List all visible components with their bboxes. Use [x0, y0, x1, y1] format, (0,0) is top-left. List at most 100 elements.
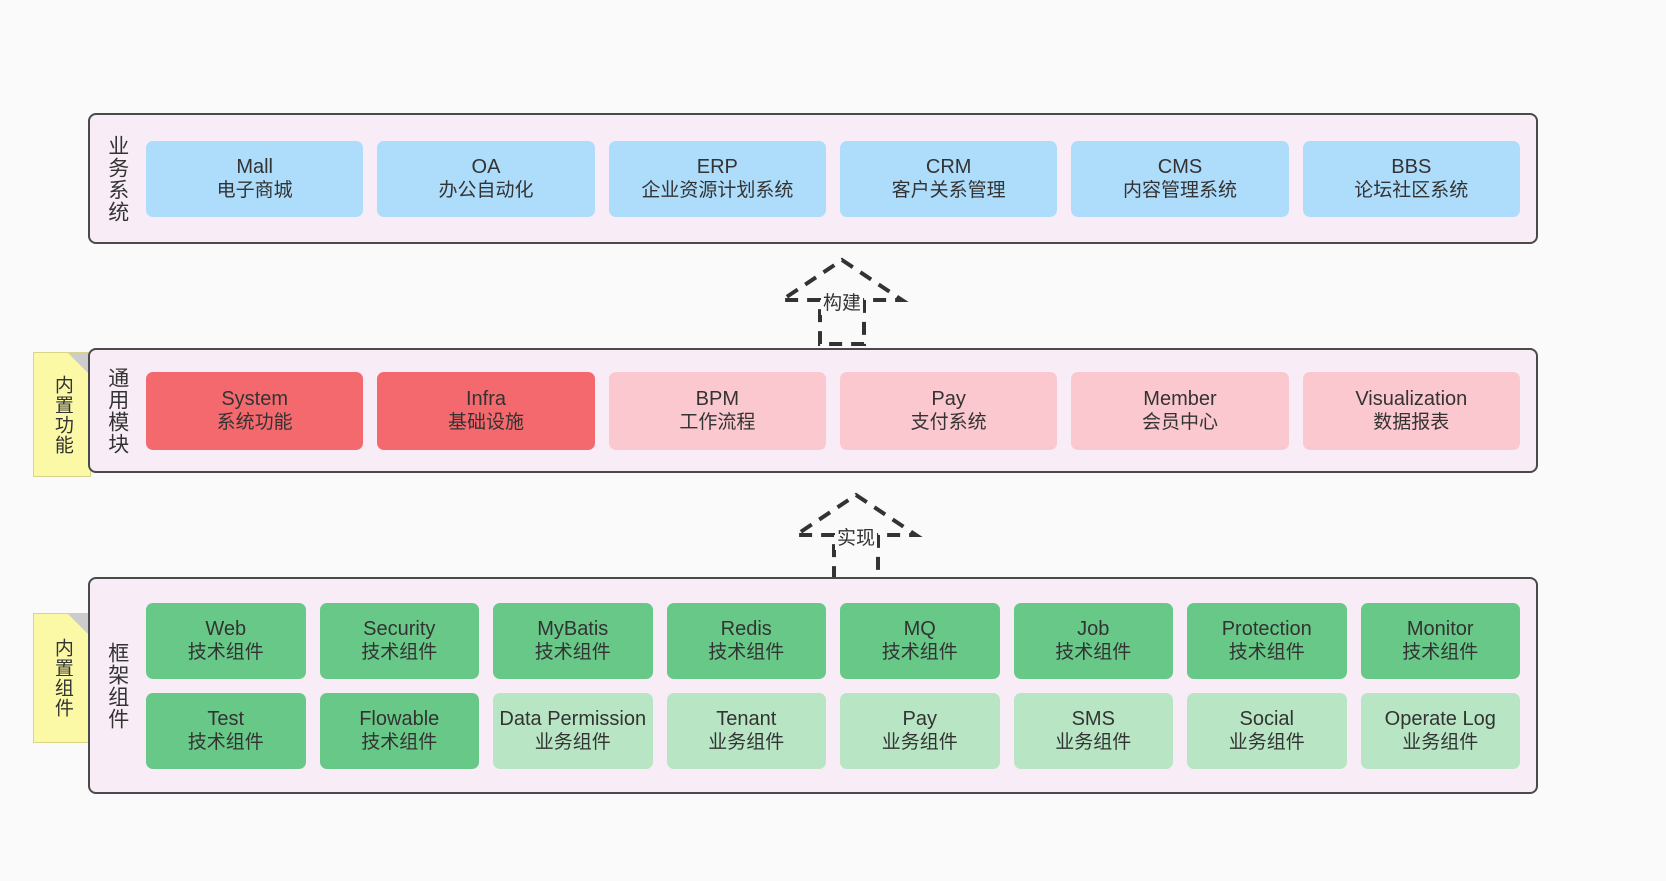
card-title: System [221, 387, 288, 410]
card-subtitle: 业务组件 [881, 732, 958, 754]
card-title: Security [363, 617, 436, 640]
card-title: Pay [931, 387, 966, 410]
card-subtitle: 论坛社区系统 [1354, 180, 1469, 202]
note-fold-corner-icon [68, 353, 90, 375]
card-subtitle: 系统功能 [216, 412, 293, 434]
card-title: Protection [1221, 617, 1312, 640]
card-subtitle: 业务组件 [534, 732, 611, 754]
connector-build: 构建 [752, 252, 932, 348]
card-title: Operate Log [1384, 707, 1496, 730]
card-subtitle: 业务组件 [1055, 732, 1132, 754]
note-builtin-features-label: 内置功能 [51, 374, 73, 455]
note-fold-corner-icon [68, 614, 90, 636]
card-subtitle: 数据报表 [1373, 412, 1450, 434]
card-subtitle: 技术组件 [1228, 642, 1305, 664]
build-arrow-shape [775, 257, 909, 346]
card-title: ERP [696, 155, 738, 178]
card-title: Monitor [1406, 617, 1474, 640]
card-subtitle: 技术组件 [1402, 642, 1479, 664]
card-subtitle: 企业资源计划系统 [641, 180, 794, 202]
card-subtitle: 技术组件 [361, 732, 438, 754]
card-title: Social [1239, 707, 1294, 730]
connector-build-label: 构建 [820, 288, 864, 315]
card-subtitle: 基础设施 [447, 412, 524, 434]
note-builtin-components: 内置组件 [33, 613, 91, 743]
card-subtitle: 电子商城 [216, 180, 293, 202]
card-title: SMS [1071, 707, 1115, 730]
card-title: Flowable [359, 707, 440, 730]
card-subtitle: 技术组件 [881, 642, 958, 664]
card-subtitle: 办公自动化 [438, 180, 534, 202]
card-title: OA [471, 155, 501, 178]
card-title: Test [207, 707, 245, 730]
card-subtitle: 技术组件 [187, 732, 264, 754]
card-title: BBS [1391, 155, 1432, 178]
card-subtitle: 技术组件 [187, 642, 264, 664]
card-title: Job [1077, 617, 1110, 640]
note-builtin-components-label: 内置组件 [51, 638, 73, 718]
card-subtitle: 业务组件 [1228, 732, 1305, 754]
layer-business-system-title: 业务系统 [105, 134, 129, 223]
card-subtitle: 工作流程 [679, 412, 756, 434]
connector-realize: 实现 [766, 487, 946, 583]
card-subtitle: 技术组件 [361, 642, 438, 664]
card-title: Mall [236, 155, 273, 178]
card-subtitle: 业务组件 [1402, 732, 1479, 754]
card-title: Data Permission [499, 707, 647, 730]
card-title: Tenant [716, 707, 777, 730]
layer-common-module-title: 通用模块 [105, 366, 129, 455]
card-subtitle: 客户关系管理 [891, 180, 1006, 202]
card-title: CRM [925, 155, 972, 178]
card-title: Member [1143, 387, 1217, 410]
layer-framework-component-title: 框架组件 [105, 641, 129, 730]
card-subtitle: 会员中心 [1141, 412, 1218, 434]
card-title: Infra [465, 387, 506, 410]
card-subtitle: 业务组件 [708, 732, 785, 754]
card-subtitle: 技术组件 [1055, 642, 1132, 664]
card-title: Visualization [1355, 387, 1468, 410]
card-title: Pay [902, 707, 937, 730]
card-subtitle: 内容管理系统 [1122, 180, 1237, 202]
connector-realize-label: 实现 [834, 523, 878, 550]
card-title: Web [205, 617, 247, 640]
card-title: MyBatis [537, 617, 609, 640]
